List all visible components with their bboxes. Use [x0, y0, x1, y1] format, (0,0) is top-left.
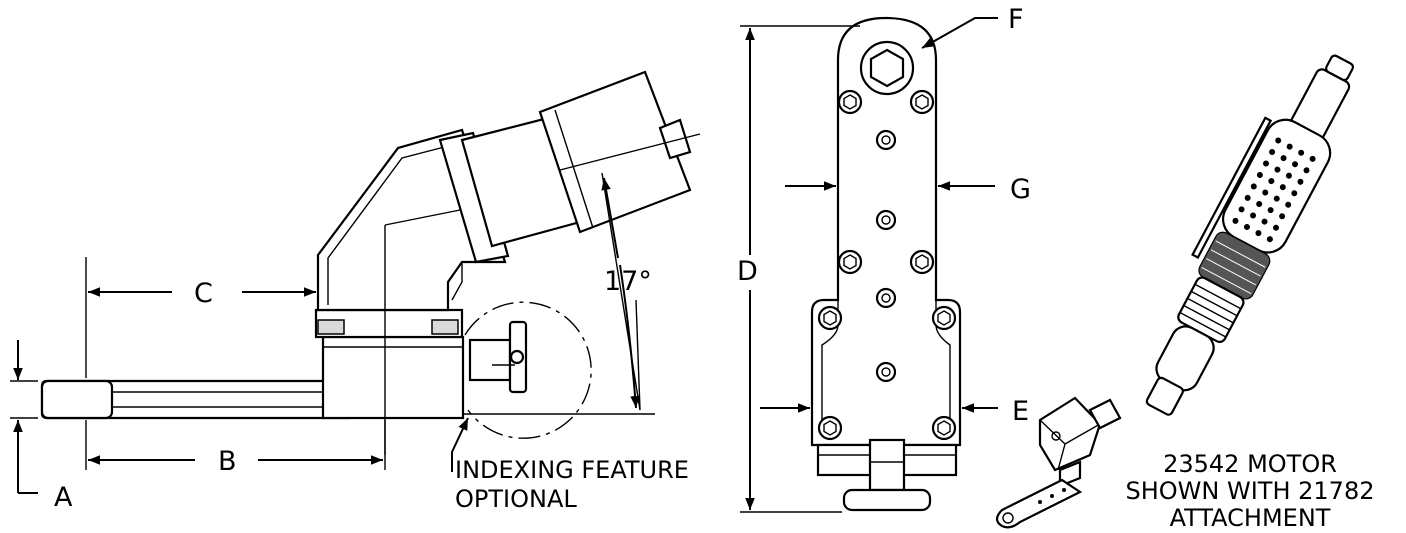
front-dowel-holes — [875, 129, 897, 383]
note-indexing-line1: INDEXING FEATURE — [455, 456, 689, 484]
front-plate — [810, 16, 962, 447]
dimension-a — [10, 340, 38, 494]
label-b: B — [218, 446, 237, 477]
dimension-b — [85, 420, 386, 470]
note-motor-line2: SHOWN WITH 21782 — [1126, 477, 1375, 505]
side-arm — [40, 370, 356, 420]
note-indexing-line2: OPTIONAL — [455, 485, 577, 513]
label-a: A — [54, 482, 73, 513]
notes: INDEXING FEATURE OPTIONAL 23542 MOTOR SH… — [455, 450, 1375, 532]
indexing-leader — [451, 417, 469, 472]
indexing-feature — [464, 301, 592, 439]
front-screws — [817, 89, 957, 441]
angle-dimension — [463, 172, 655, 415]
hex-socket — [859, 40, 915, 96]
leader-f — [921, 17, 998, 49]
side-base-block — [314, 308, 465, 420]
label-d: D — [737, 256, 758, 287]
label-f: F — [1008, 4, 1024, 35]
front-view — [740, 16, 998, 513]
dimension-labels: A B C D E F G 17° — [54, 4, 1031, 513]
label-e: E — [1012, 396, 1029, 427]
motor-view — [995, 54, 1355, 529]
dimension-d — [740, 25, 860, 513]
motor-attachment — [995, 396, 1122, 529]
side-motor-cylinder — [438, 70, 701, 264]
label-angle: 17° — [604, 266, 652, 297]
note-motor-line1: 23542 MOTOR — [1163, 450, 1337, 478]
front-base — [816, 438, 958, 512]
dimension-c — [85, 257, 316, 378]
label-c: C — [194, 278, 213, 309]
side-view — [10, 70, 701, 494]
motor-tool — [1145, 54, 1355, 416]
label-g: G — [1010, 174, 1031, 205]
note-motor-line3: ATTACHMENT — [1170, 504, 1331, 529]
